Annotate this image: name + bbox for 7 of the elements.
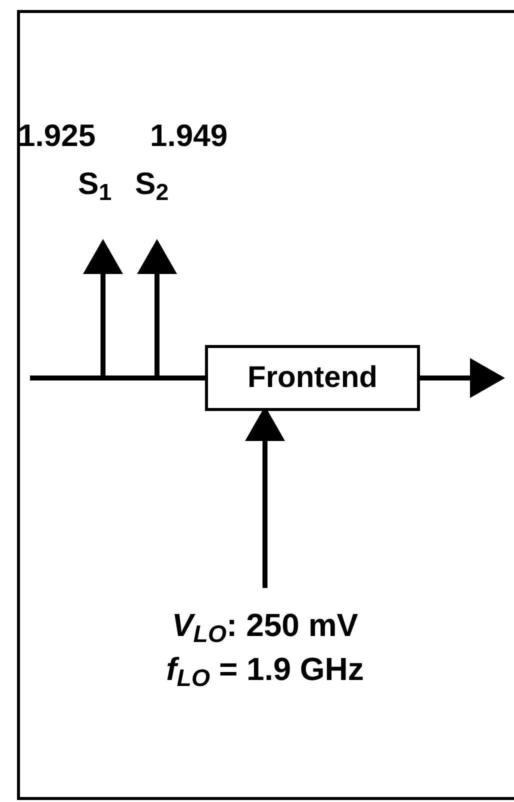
frequency-label: 1.949	[150, 120, 228, 151]
frontend-block: Frontend	[205, 345, 420, 411]
frequency-label: S$_{2}$	[135, 168, 169, 199]
frequency-label: S$_{1}$	[78, 168, 112, 199]
frequency-label: 1.925	[18, 120, 96, 151]
lo-signal-text: V$_{LO}$: 250 mV f$_{LO}$ = 1.9 GHz	[100, 588, 430, 706]
arrow	[420, 358, 505, 398]
